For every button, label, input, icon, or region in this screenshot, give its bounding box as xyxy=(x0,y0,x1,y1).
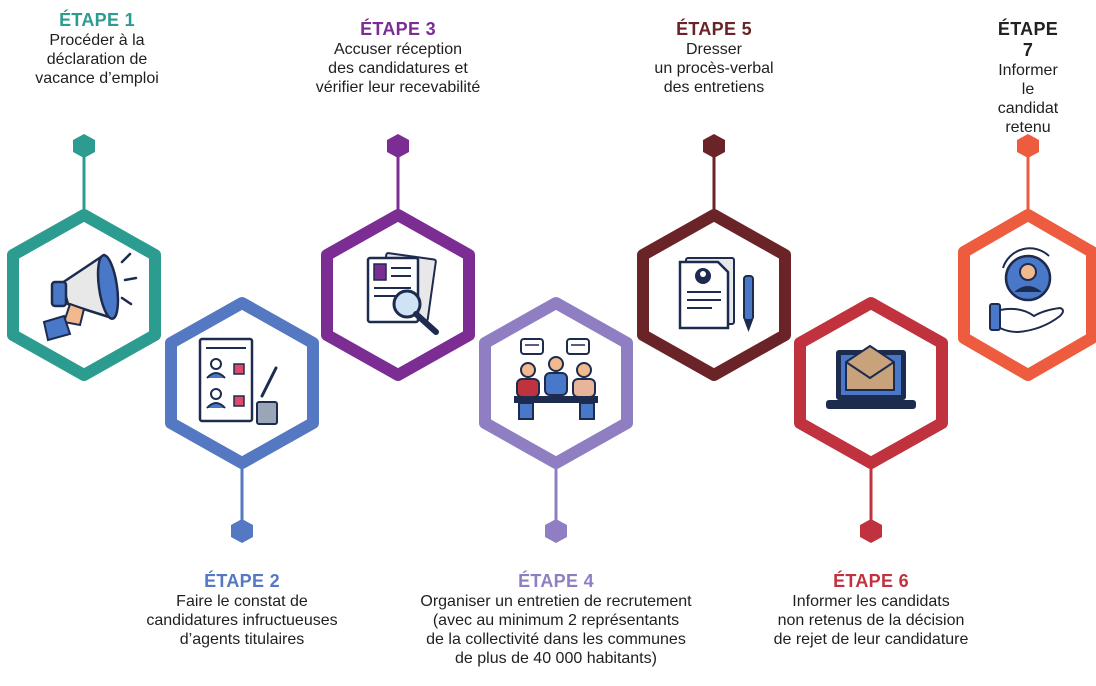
laptop-email-icon xyxy=(826,344,916,409)
step-4-text: ÉTAPE 4 Organiser un entretien de recrut… xyxy=(420,571,691,668)
step-3-text: ÉTAPE 3 Accuser réception des candidatur… xyxy=(316,19,481,97)
step-4-title: ÉTAPE 4 xyxy=(518,571,594,591)
interview-icon xyxy=(514,338,598,420)
step-2-node xyxy=(165,297,319,543)
step-3-small-hexagon xyxy=(387,134,409,158)
step-5-title: ÉTAPE 5 xyxy=(676,19,752,39)
step-1-text: ÉTAPE 1 Procéder à la déclaration de vac… xyxy=(35,10,159,88)
step-2-small-hexagon xyxy=(231,519,253,543)
step-1-title: ÉTAPE 1 xyxy=(59,10,135,30)
step-3-node xyxy=(321,134,475,381)
step-3-description: Accuser réception des candidatures et vé… xyxy=(315,41,481,96)
megaphone-icon xyxy=(42,252,138,342)
step-6-title: ÉTAPE 6 xyxy=(833,571,909,591)
step-5-description: Dresser un procès-verbal des entretiens xyxy=(654,41,774,96)
step-4-description: Organiser un entretien de recrutement (a… xyxy=(420,593,692,667)
step-2-title: ÉTAPE 2 xyxy=(204,571,280,591)
step-7-description: Informer le candidat retenu xyxy=(997,62,1059,136)
step-5-small-hexagon xyxy=(703,134,725,158)
step-6-node xyxy=(794,297,948,543)
step-1-description: Procéder à la déclaration de vacance d’e… xyxy=(35,32,159,87)
step-6-text: ÉTAPE 6 Informer les candidats non reten… xyxy=(774,571,969,649)
step-6-small-hexagon xyxy=(860,519,882,543)
candidate-list-icon xyxy=(198,337,278,425)
step-6-description: Informer les candidats non retenus de la… xyxy=(773,593,969,648)
document-search-icon xyxy=(366,252,439,335)
candidate-hand-icon xyxy=(989,247,1064,334)
step-7-node xyxy=(958,134,1096,381)
step-5-node xyxy=(637,134,791,381)
step-1-small-hexagon xyxy=(73,134,95,158)
step-4-small-hexagon xyxy=(545,519,567,543)
step-3-title: ÉTAPE 3 xyxy=(360,19,436,39)
step-7-title: ÉTAPE 7 xyxy=(997,19,1059,60)
report-document-icon xyxy=(678,257,754,332)
step-7-small-hexagon xyxy=(1017,134,1039,158)
step-1-node xyxy=(7,134,161,381)
step-7-text: ÉTAPE 7 Informer le candidat retenu xyxy=(994,19,1062,137)
step-2-description: Faire le constat de candidatures infruct… xyxy=(146,593,338,648)
step-5-text: ÉTAPE 5 Dresser un procès-verbal des ent… xyxy=(654,19,773,97)
step-2-text: ÉTAPE 2 Faire le constat de candidatures… xyxy=(146,571,337,649)
step-4-node xyxy=(479,297,633,543)
